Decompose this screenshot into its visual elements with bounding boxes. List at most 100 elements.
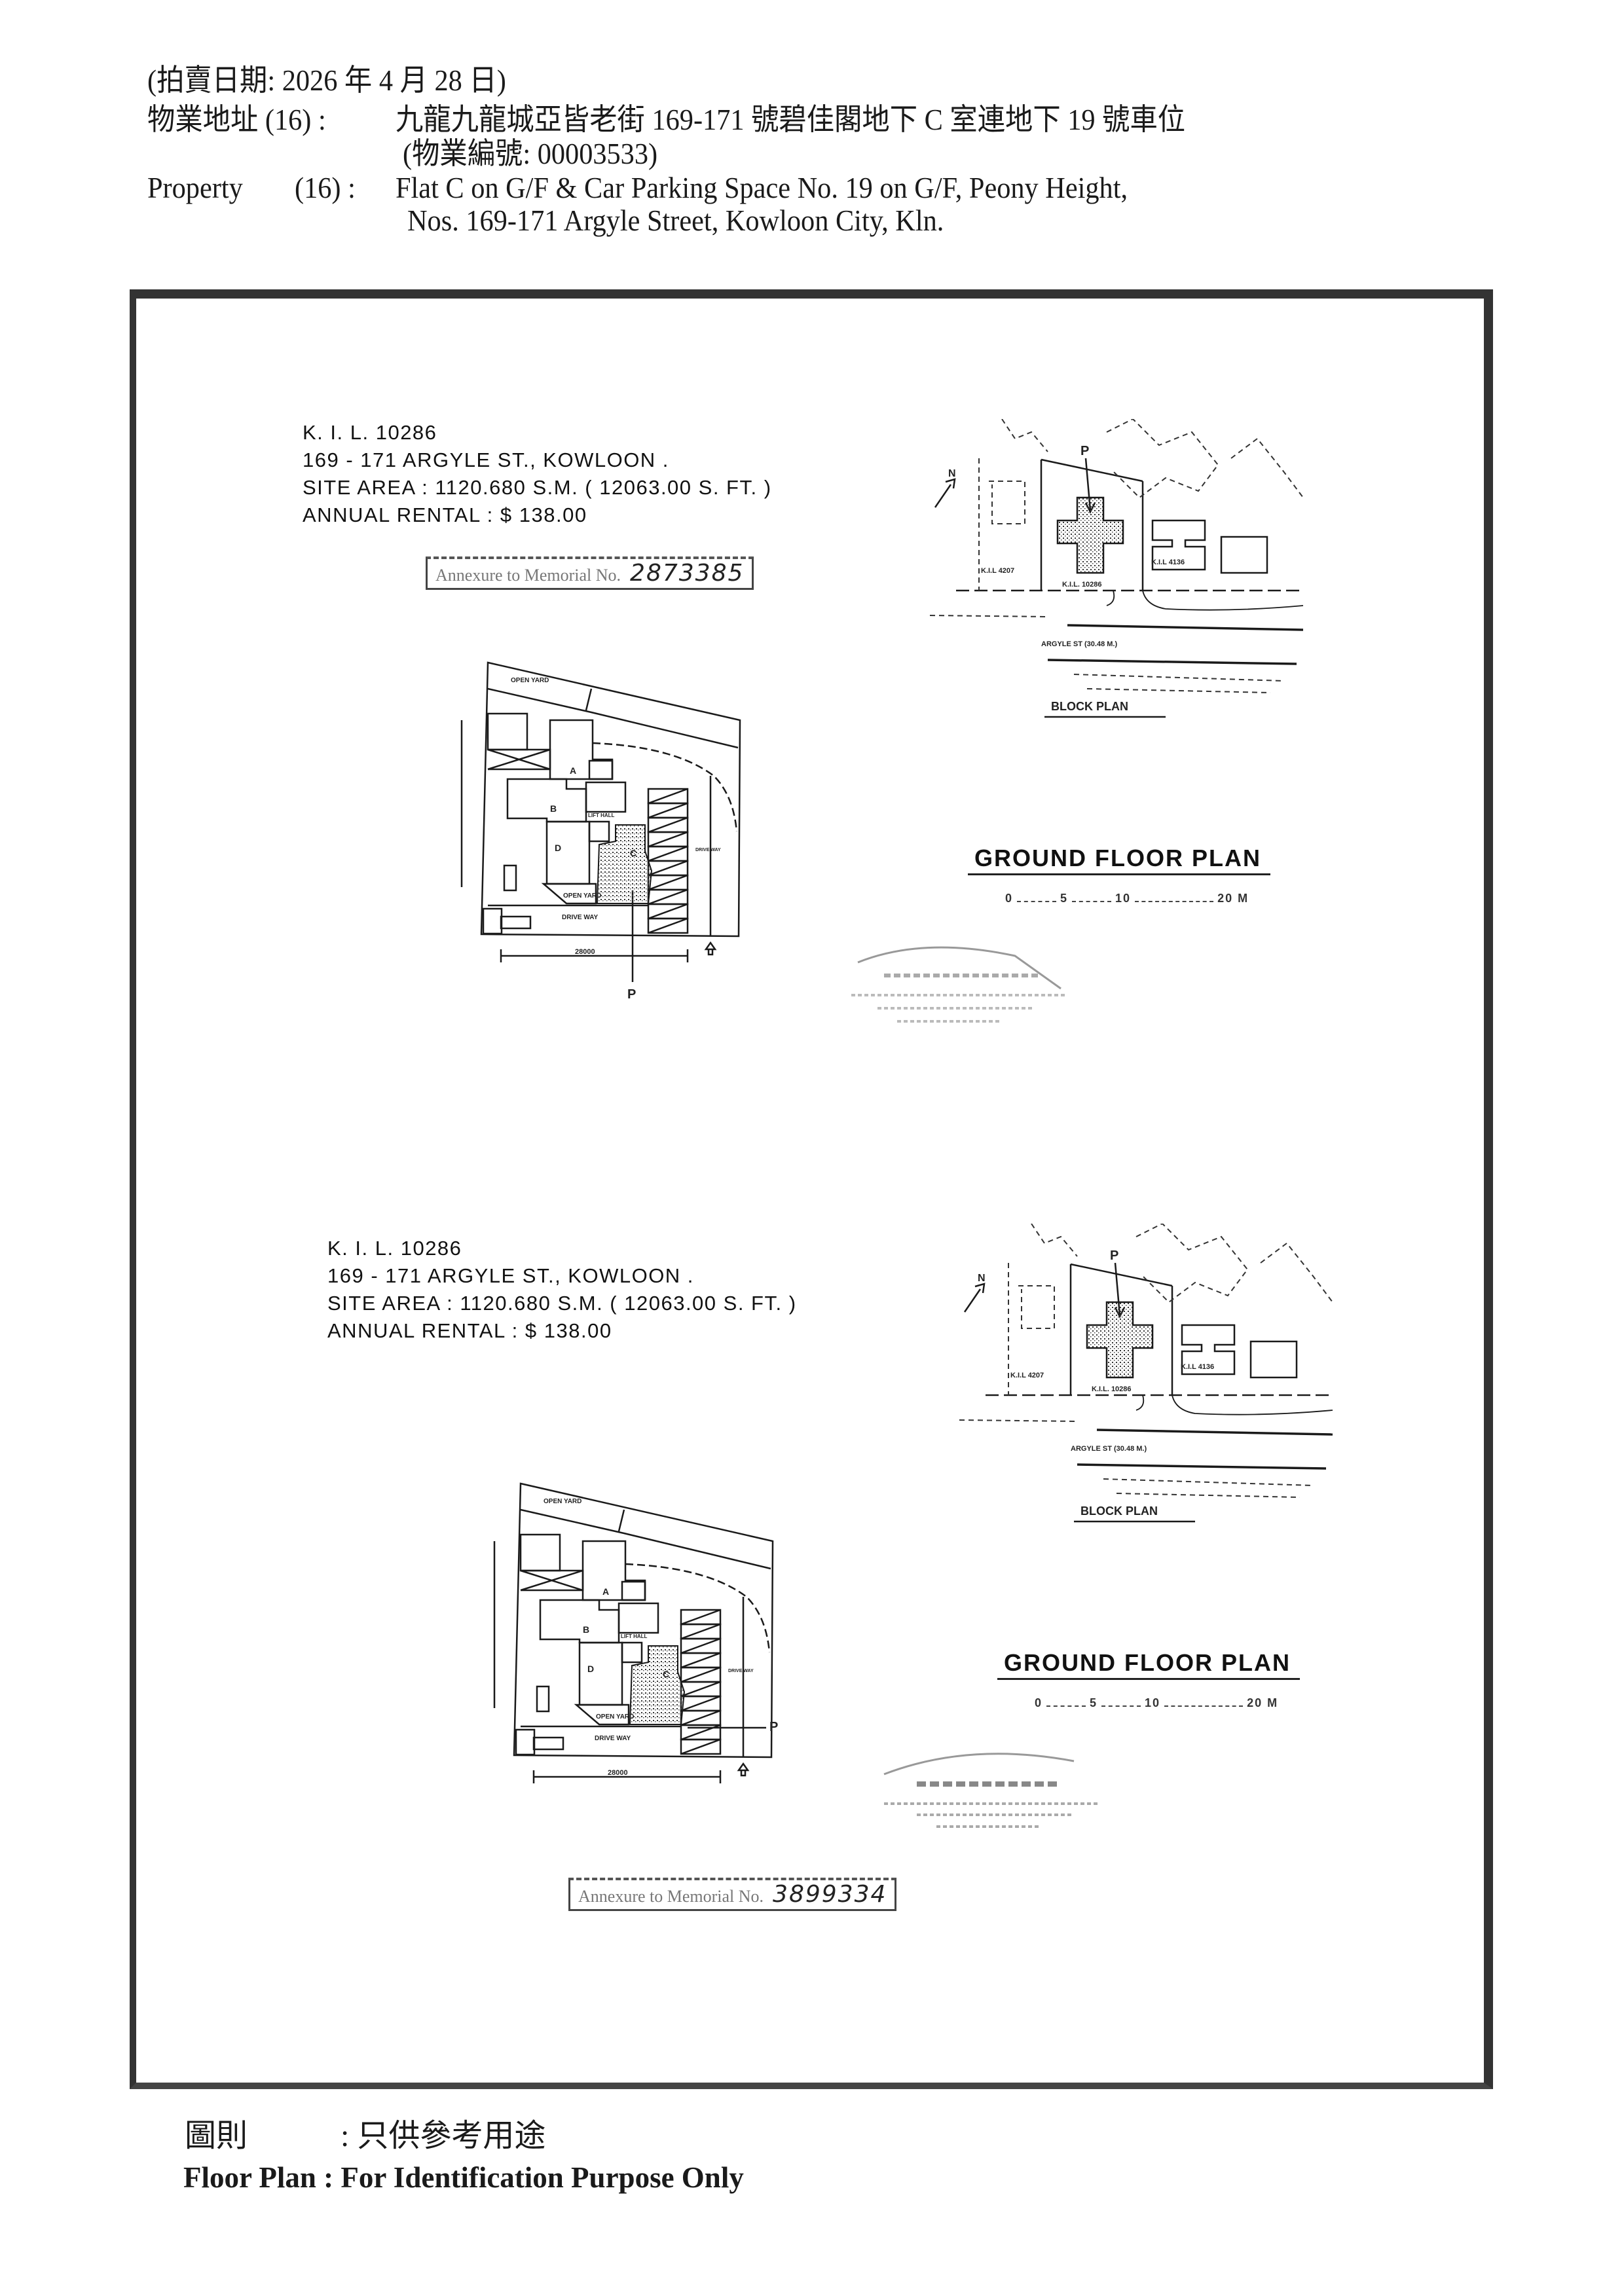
- parking-diagonal: [648, 831, 688, 848]
- plant-room: [519, 1533, 561, 1572]
- void-cross: [487, 748, 551, 771]
- address-cn: 九龍九龍城亞皆老街 169-171 號碧佳閣地下 C 室連地下 19 號車位: [396, 103, 1186, 136]
- site-boundary: [480, 661, 741, 938]
- flat-c-stippled: [629, 1645, 686, 1725]
- street-dashed: [1073, 674, 1284, 682]
- wall: [585, 688, 593, 711]
- property-label: Property: [147, 171, 243, 204]
- scale-tick: 10: [1115, 892, 1132, 905]
- label-lift-hall: LIFT HALL: [621, 1633, 648, 1639]
- subject-building: [1086, 1301, 1154, 1379]
- street-line: [1077, 1463, 1327, 1470]
- label-flat-d: D: [555, 843, 561, 853]
- staircase: [536, 1685, 550, 1713]
- lift-hall: [585, 781, 627, 813]
- wall: [618, 1509, 625, 1532]
- staircase: [532, 1736, 564, 1751]
- entrance-arrow-icon: [704, 941, 717, 956]
- street-address: 169 - 171 ARGYLE ST., KOWLOON .: [303, 448, 669, 471]
- neighbour-building: [1106, 418, 1219, 499]
- label-open-yard: OPEN YARD: [563, 892, 601, 900]
- label-flat-a: A: [570, 765, 576, 776]
- ground-floor-plan-title-1: GROUND FLOOR PLAN: [968, 845, 1270, 875]
- label-lot-west: K.I.L 4207: [981, 567, 1014, 575]
- east-building-2: [1220, 536, 1268, 574]
- label-lot-west: K.I.L 4207: [1010, 1372, 1044, 1379]
- parking-diagonal: [680, 1623, 721, 1640]
- ground-floor-plan-title-2: GROUND FLOOR PLAN: [997, 1649, 1300, 1680]
- subject-building: [1056, 496, 1124, 574]
- scale-unit: M: [1238, 892, 1249, 905]
- footer-cn-label: 圖則: [185, 2119, 248, 2153]
- street-dashed: [1103, 1478, 1314, 1486]
- driveway-curve: [592, 742, 738, 832]
- north-arrow-icon: [934, 478, 956, 508]
- lot-number: K. I. L. 10286: [303, 421, 437, 444]
- document-frame: [130, 289, 1493, 2089]
- scale-tick: 5: [1060, 892, 1069, 905]
- void-cross: [520, 1569, 583, 1592]
- street-dashed: [1086, 688, 1271, 693]
- plan-info-2: K. I. L. 10286 169 - 171 ARGYLE ST., KOW…: [327, 1235, 797, 1345]
- site-area: SITE AREA : 1120.680 S.M. ( 12063.00 S. …: [327, 1292, 797, 1315]
- site-boundary: [1041, 458, 1143, 483]
- street-line: [1047, 659, 1297, 665]
- street-line: [1067, 624, 1304, 631]
- footer-en-text: Floor Plan : For Identification Purpose …: [183, 2161, 744, 2194]
- site-boundary: [513, 1482, 774, 1758]
- parking-space: [647, 917, 689, 934]
- label-drive-way-side: DRIVE WAY: [695, 848, 721, 852]
- open-yard-boundary: [487, 687, 739, 749]
- parking-diagonal: [680, 1609, 721, 1626]
- flat-a: [549, 719, 614, 780]
- yard-d: [588, 820, 610, 843]
- guard-room: [515, 1728, 536, 1756]
- street-dashed: [959, 1419, 1078, 1422]
- annual-rental: ANNUAL RENTAL : $ 138.00: [303, 503, 587, 526]
- kerb: [1135, 1394, 1333, 1415]
- parking-diagonal: [648, 874, 688, 891]
- open-yard-room: [574, 1704, 630, 1726]
- flat-b: [506, 778, 587, 823]
- site-area: SITE AREA : 1120.680 S.M. ( 12063.00 S. …: [303, 476, 772, 499]
- neighbour-building: [1260, 1242, 1333, 1303]
- label-lot-east: K.I.L 4136: [1151, 558, 1185, 566]
- label-flat-c: C: [663, 1669, 669, 1679]
- parking-diagonal: [680, 1637, 721, 1654]
- neighbour-building: [1135, 1222, 1249, 1303]
- parking-space: [680, 1738, 722, 1755]
- yard-d: [621, 1641, 643, 1664]
- label-open-yard-top: OPEN YARD: [511, 677, 549, 684]
- plan-lines: [460, 661, 741, 982]
- label-street: ARGYLE ST (30.48 M.): [1041, 640, 1117, 648]
- annexure-label: Annexure to Memorial No.: [578, 1887, 764, 1906]
- east-building-2: [1249, 1340, 1298, 1379]
- annexure-number: 2873385: [630, 560, 745, 587]
- annexure-stamp-1: Annexure to Memorial No.2873385: [426, 556, 754, 590]
- annexure-number: 3899334: [773, 1881, 887, 1908]
- guard-room: [482, 907, 503, 935]
- label-street: ARGYLE ST (30.48 M.): [1071, 1445, 1147, 1453]
- label-open-yard-top: OPEN YARD: [544, 1498, 581, 1505]
- block-dashed: [959, 1222, 1333, 1498]
- kerb: [1106, 590, 1304, 611]
- architect-seal-2: [883, 1753, 1100, 1828]
- block-dashed: [929, 418, 1304, 693]
- annexure-stamp-2: Annexure to Memorial No. 3899334: [568, 1878, 897, 1911]
- flat-d: [545, 820, 591, 885]
- property-index: (16) :: [295, 171, 356, 204]
- parking-diagonal: [648, 903, 688, 920]
- east-building: [1181, 1324, 1236, 1376]
- auction-date: (拍賣日期: 2026 年 4 月 28 日): [147, 64, 506, 97]
- flat-d: [578, 1641, 623, 1706]
- label-lot-site: K.I.L. 10286: [1062, 581, 1102, 589]
- yard: [588, 759, 614, 780]
